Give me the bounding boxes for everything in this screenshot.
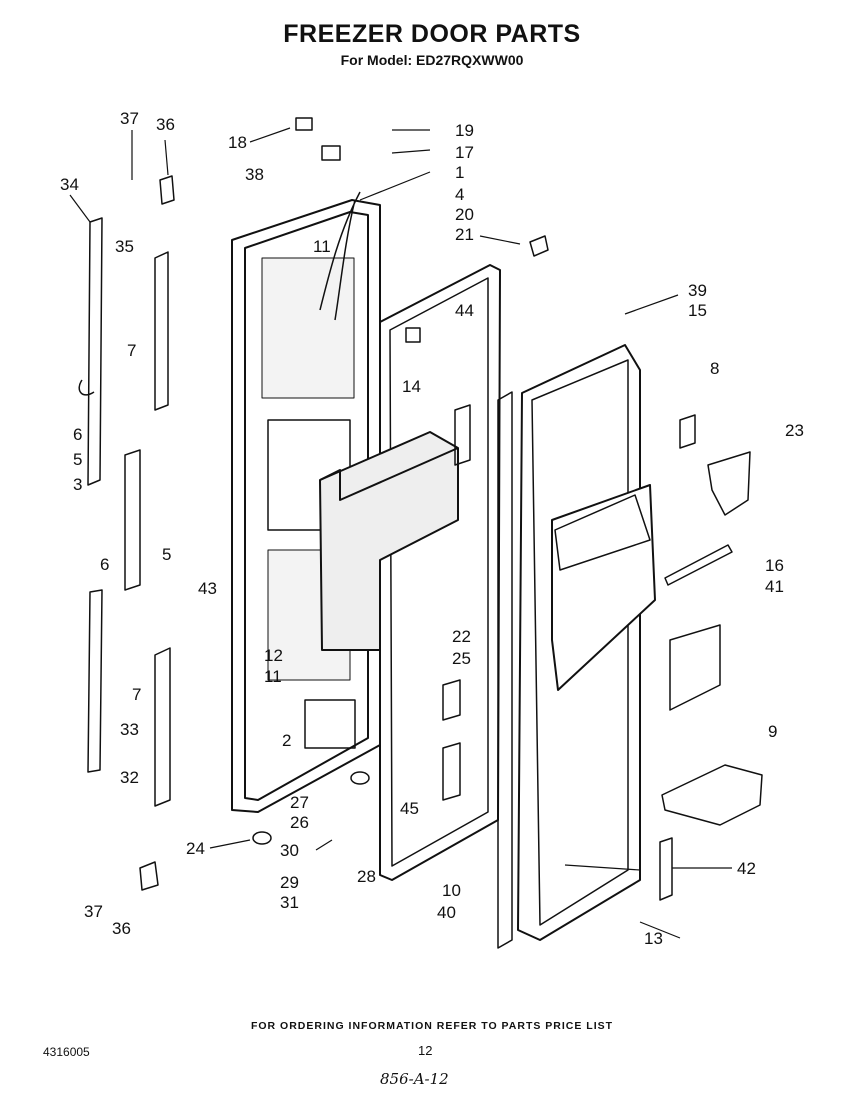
callout-44: 44 [455, 301, 474, 320]
callout-21: 21 [455, 225, 474, 244]
callout-25: 25 [452, 649, 471, 668]
callout-33: 33 [120, 720, 139, 739]
callout-37b: 37 [84, 902, 103, 921]
callout-37: 37 [120, 109, 139, 128]
callout-10: 10 [442, 881, 461, 900]
callout-42: 42 [737, 859, 756, 878]
callout-2: 2 [282, 731, 291, 750]
callout-15: 15 [688, 301, 707, 320]
callout-5b: 5 [162, 545, 171, 564]
callout-34: 34 [60, 175, 79, 194]
callout-45: 45 [400, 799, 419, 818]
callout-11b: 11 [264, 667, 282, 686]
callout-40: 40 [437, 903, 456, 922]
callout-8: 8 [710, 359, 719, 378]
callout-39: 39 [688, 281, 707, 300]
callout-7: 7 [127, 341, 136, 360]
callout-43: 43 [198, 579, 217, 598]
callout-13: 13 [644, 929, 663, 948]
callout-9: 9 [768, 722, 777, 741]
model-subtitle: For Model: ED27RQXWW00 [340, 52, 524, 68]
callout-3: 3 [73, 475, 82, 494]
callout-36: 36 [156, 115, 175, 134]
callout-1: 1 [455, 163, 464, 182]
callout-32: 32 [120, 768, 139, 787]
callout-12: 12 [264, 646, 283, 665]
callout-5: 5 [73, 450, 82, 469]
callout-29: 29 [280, 873, 299, 892]
callout-26: 26 [290, 813, 309, 832]
callout-14: 14 [402, 377, 421, 396]
callout-23: 23 [785, 421, 804, 440]
callout-6: 6 [73, 425, 82, 444]
callout-28: 28 [357, 867, 376, 886]
callout-27: 27 [290, 793, 309, 812]
dispenser-housing [319, 431, 459, 651]
callout-38: 38 [245, 165, 264, 184]
callout-22: 22 [452, 627, 471, 646]
callout-31: 31 [280, 893, 299, 912]
callout-24: 24 [186, 839, 205, 858]
outer-door-panel [517, 344, 656, 941]
callout-4: 4 [455, 185, 464, 204]
callout-11: 11 [313, 237, 331, 256]
handwritten-note: 856-A-12 [380, 1070, 449, 1088]
callout-7b: 7 [132, 685, 141, 704]
callout-35: 35 [115, 237, 134, 256]
callout-17: 17 [455, 143, 474, 162]
callout-20: 20 [455, 205, 474, 224]
callout-18: 18 [228, 133, 247, 152]
callout-16: 16 [765, 556, 784, 575]
callout-19: 19 [455, 121, 474, 140]
door-gasket-frame [379, 264, 501, 881]
callout-41: 41 [765, 577, 784, 596]
page-number: 12 [418, 1043, 433, 1058]
callout-30: 30 [280, 841, 299, 860]
ordering-note: FOR ORDERING INFORMATION REFER TO PARTS … [250, 1020, 614, 1032]
document-number: 4316005 [43, 1045, 90, 1059]
page-title: FREEZER DOOR PARTS [283, 20, 581, 48]
callout-36b: 36 [112, 919, 131, 938]
callout-6b: 6 [100, 555, 109, 574]
